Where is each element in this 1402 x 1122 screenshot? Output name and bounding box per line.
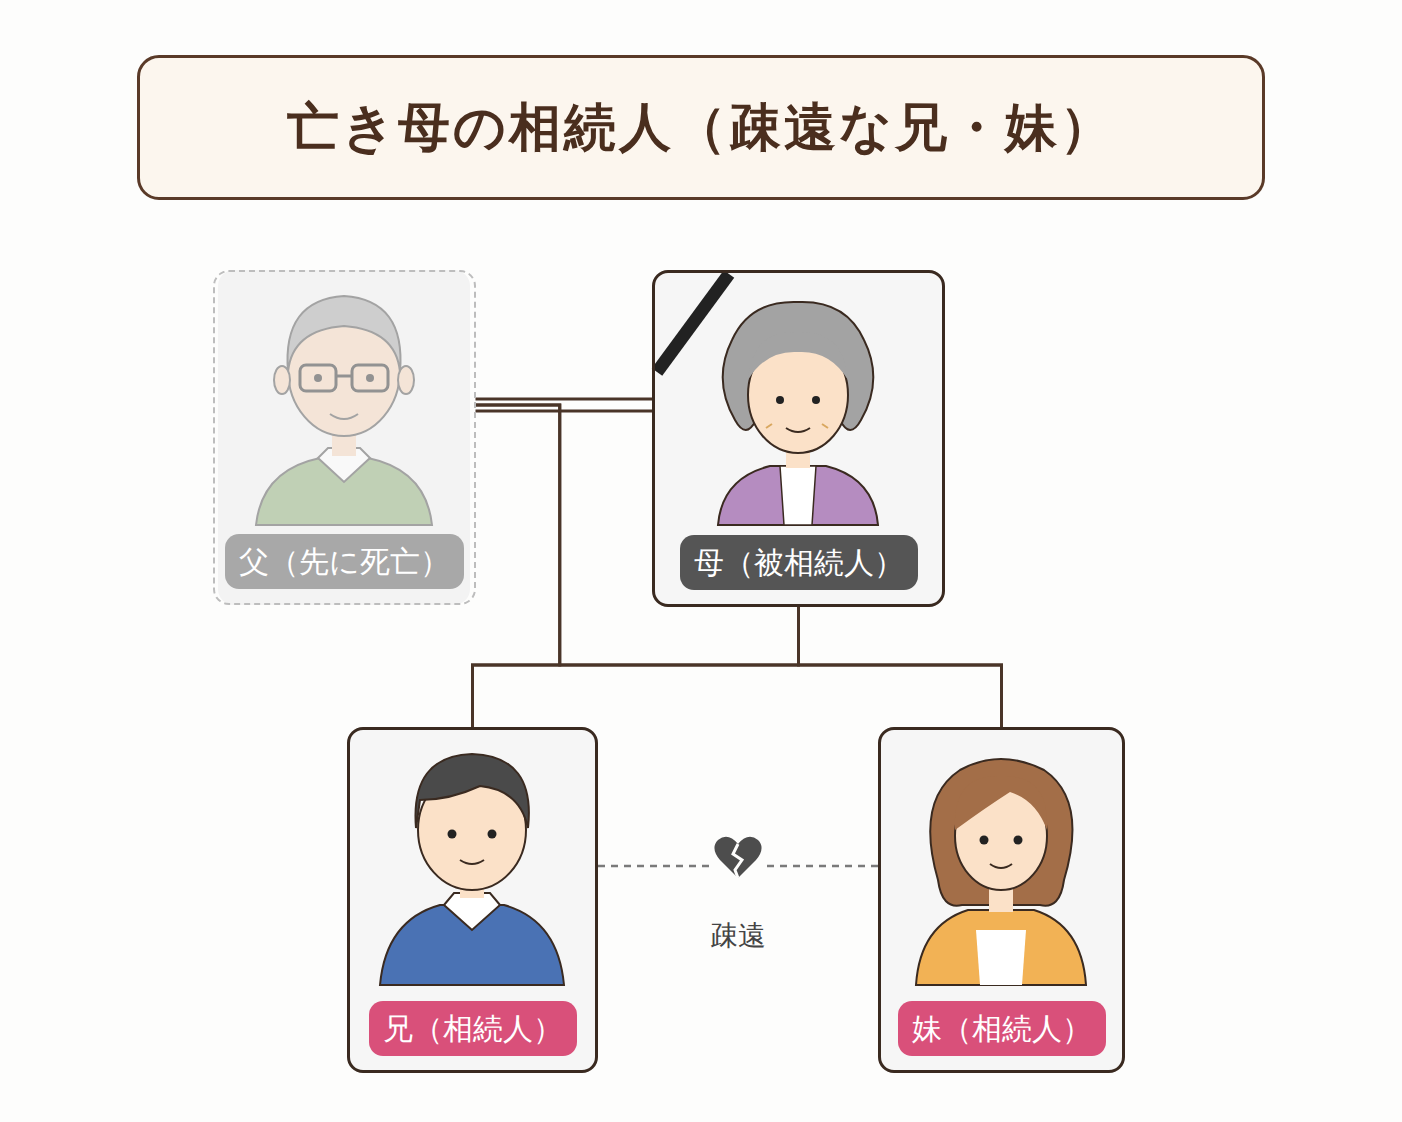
family-line (473, 607, 799, 727)
sister-portrait (916, 759, 1086, 985)
heir-box: 妹（相続人） (878, 727, 1125, 1073)
role-label: 父（先に死亡） (225, 534, 464, 589)
box-ground (652, 270, 945, 607)
broken-heart-icon (714, 836, 762, 880)
heir-box: 兄（相続人） (347, 727, 598, 1073)
family-line (799, 607, 1002, 727)
box-ground (878, 727, 1125, 1073)
box-ground (218, 270, 470, 605)
decedent-box: 母（被相続人） (652, 270, 945, 607)
brother-portrait (380, 754, 564, 985)
mother-portrait (657, 274, 878, 525)
family-line (473, 405, 560, 727)
title-text: 亡き母の相続人（疎遠な兄・妹） (287, 93, 1115, 163)
title-box: 亡き母の相続人（疎遠な兄・妹） (137, 55, 1265, 200)
father-portrait (256, 296, 432, 525)
box-ground (347, 727, 598, 1073)
edge-label: 疎遠 (706, 917, 770, 955)
role-label: 兄（相続人） (369, 1001, 577, 1056)
role-label: 母（被相続人） (680, 535, 918, 590)
family-line (476, 405, 1002, 727)
deceased-box: 父（先に死亡） (213, 270, 476, 605)
role-label: 妹（相続人） (898, 1001, 1106, 1056)
